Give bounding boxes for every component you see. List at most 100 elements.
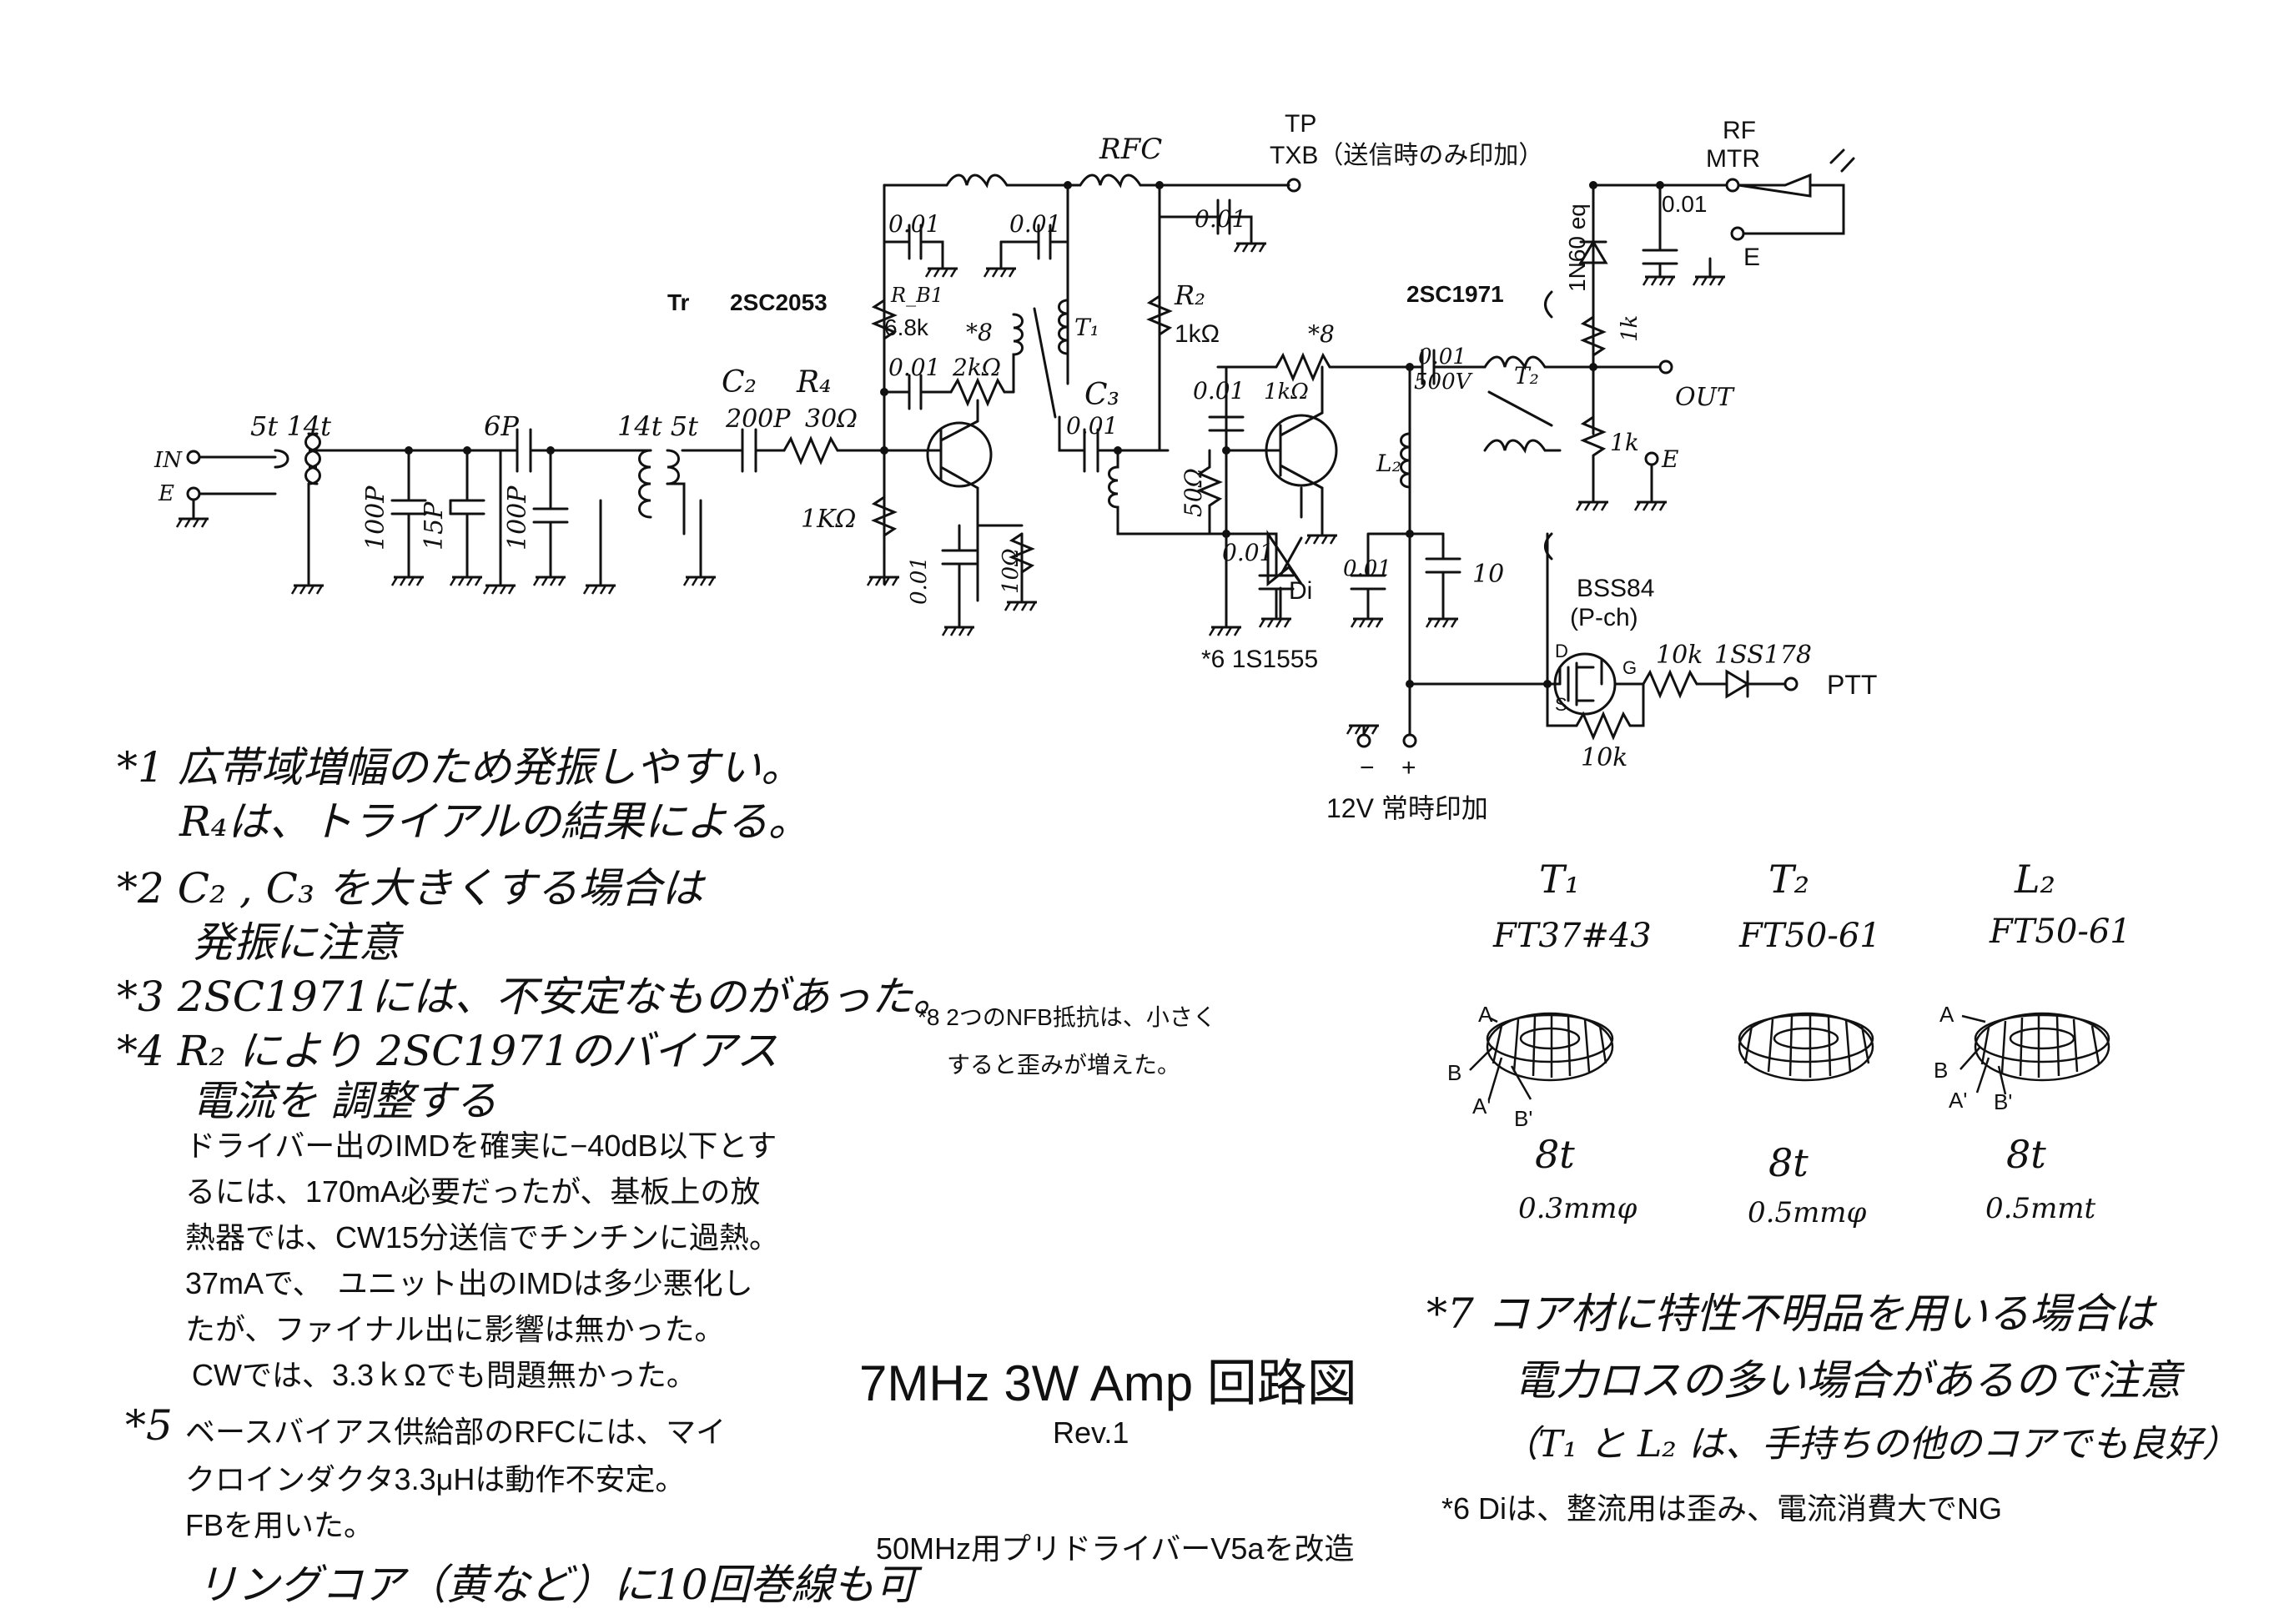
input-transformer-turns: 5t 14t	[250, 410, 331, 442]
r2-value: 1kΩ	[1175, 320, 1220, 348]
l2-pin-b: B	[1934, 1058, 1948, 1083]
note-marker-8b: *8	[1308, 320, 1335, 348]
t2-label: T₂	[1514, 362, 1539, 390]
note-4-line-8: CWでは、3.3ｋΩでも問題無かった。	[192, 1358, 697, 1392]
note-4-line-1: *4 R₂ により 2SC1971のバイアス	[117, 1027, 778, 1075]
note-5-line-3: FBを用いた。	[185, 1508, 375, 1542]
note-2-line-2: 発振に注意	[192, 918, 400, 967]
bias-cap-label: 0.01	[1343, 556, 1391, 581]
resistor-50-label: 50Ω	[1180, 468, 1207, 517]
bypass-cap-b-label: 0.01	[1009, 210, 1061, 238]
fet-type-label: (P-ch)	[1570, 604, 1638, 631]
note-5-line-1: ベースバイアス供給部のRFCには、マイ	[185, 1415, 727, 1449]
t1-pin-b2: B'	[1514, 1106, 1532, 1131]
note-7-line-2: 電力ロスの多い場合があるので注意	[1514, 1356, 2181, 1405]
input-label: IN	[153, 448, 183, 473]
supply-minus-label: −	[1360, 754, 1375, 782]
diode-1ss178-label: 1SS178	[1714, 641, 1812, 670]
c2-value: 200P	[725, 405, 791, 434]
di-cap-label: 0.01	[1222, 539, 1274, 566]
nfb-res-a-label: 2kΩ	[952, 354, 1001, 381]
note-marker-8a: *8	[966, 319, 993, 346]
mtr-cap-label: 0.01	[1662, 191, 1708, 217]
toroid-t2-turns: 8t	[1768, 1140, 1809, 1185]
out-label: OUT	[1675, 383, 1735, 412]
t1-pin-b: B	[1447, 1060, 1461, 1085]
note-4-line-5: 熱器では、CW15分送信でチンチンに過熱。	[185, 1220, 780, 1254]
nfb-res-b-label: 1kΩ	[1264, 380, 1309, 405]
note-5-marker: *5	[125, 1401, 173, 1450]
emitter-res-label: 10Ω	[999, 548, 1024, 594]
note-1-line-2: R₄は、トライアルの結果による。	[179, 797, 810, 846]
tp-label: TP	[1285, 110, 1316, 138]
mtr-resistor-label: 1k	[1617, 315, 1643, 342]
tr-label: Tr	[667, 289, 690, 315]
note-4-line-6: 37mAで、 ユニット出のIMDは多少悪化し	[185, 1266, 753, 1300]
out-resistor-label: 1k	[1610, 429, 1639, 456]
l2-pin-a: A	[1939, 1002, 1954, 1027]
nfb-cap-b-label: 0.01	[1193, 377, 1245, 405]
fet-part-label: BSS84	[1577, 575, 1654, 602]
rb1-value: 6.8k	[884, 314, 929, 340]
output-transformer-turns: 14t 5t	[617, 410, 698, 442]
di-part-note: *6 1S1555	[1201, 646, 1318, 673]
out-ground-label: E	[1661, 445, 1678, 473]
out-cap-label: 0.01	[1418, 344, 1466, 370]
toroid-l2-name: L₂	[2014, 857, 2055, 902]
cap-6p-label: 6P	[484, 410, 519, 442]
source-resistor-label: 10k	[1581, 743, 1627, 772]
txb-bypass-cap-label: 0.01	[1195, 205, 1246, 233]
note-2-line-1: *2 C₂ , C₃ を大きくする場合は	[117, 864, 703, 913]
rfc-label: RFC	[1099, 133, 1162, 166]
note-1-line-1: *1 広帯域増幅のため発振しやすい。	[117, 743, 803, 792]
out-cap-voltage: 500V	[1414, 370, 1473, 395]
toroid-t2-name: T₂	[1768, 857, 1809, 902]
toroid-l2-turns: 8t	[2006, 1132, 2046, 1177]
cap-15p-label: 15P	[420, 501, 449, 551]
l2-pin-a2: A'	[1949, 1088, 1967, 1113]
toroid-t1-name: T₁	[1539, 857, 1580, 902]
cap-100p-b-label: 100P	[503, 485, 532, 551]
toroid-t1-wire: 0.3mmφ	[1518, 1192, 1638, 1225]
di-label: Di	[1289, 577, 1312, 605]
diode-1n60-label: 1N60 eq	[1564, 204, 1590, 292]
toroid-t2-core: FT50-61	[1738, 917, 1881, 955]
tr2-part-label: 2SC1971	[1406, 281, 1504, 307]
gate-resistor-label: 10k	[1656, 641, 1703, 670]
t1-label: T₁	[1074, 314, 1099, 341]
c3-label: C₃	[1084, 378, 1119, 412]
note-7-line-3: （T₁ と L₂ は、手持ちの他のコアでも良好）	[1502, 1423, 2239, 1466]
rb1-label: R_B1	[890, 284, 943, 307]
rf-label: RF	[1723, 117, 1756, 144]
ptt-label: PTT	[1827, 670, 1877, 700]
fet-drain-label: D	[1555, 641, 1568, 661]
supply-note: 12V 常時印加	[1326, 793, 1488, 823]
t1-pin-a2: A'	[1472, 1094, 1491, 1119]
supply-plus-label: +	[1401, 754, 1416, 782]
bypass-cap-a-label: 0.01	[888, 210, 940, 238]
nfb-cap-a-label: 0.01	[888, 354, 940, 381]
l2-pin-b2: B'	[1994, 1089, 2012, 1114]
emitter-cap-label: 0.01	[907, 556, 932, 605]
r4-label: R₄	[796, 365, 832, 400]
revision-label: Rev.1	[1053, 1415, 1129, 1450]
t1-pin-a: A	[1478, 1002, 1493, 1027]
c2-label: C₂	[722, 365, 757, 400]
electrolytic-cap-label: 10	[1472, 560, 1504, 589]
note-6: *6 Diは、整流用は歪み、電流消費大でNG	[1441, 1491, 2003, 1526]
note-8-line-2: すると歪みが増えた。	[947, 1052, 1181, 1078]
note-4-line-2: 電流を 調整する	[192, 1077, 497, 1125]
toroid-t2-wire: 0.5mmφ	[1748, 1196, 1867, 1229]
tr1-part-label: 2SC2053	[730, 289, 828, 315]
r4-value: 30Ω	[805, 405, 858, 434]
fet-source-label: S	[1555, 694, 1567, 715]
note-3: *3 2SC1971には、不安定なものがあった。	[117, 973, 955, 1021]
resistor-1k-label: 1KΩ	[801, 505, 856, 534]
cap-100p-a-label: 100P	[361, 485, 390, 551]
subtitle: 50MHz用プリドライバーV5aを改造	[876, 1531, 1355, 1566]
note-5-line-4: リングコア（黄など）に10回巻線も可	[196, 1561, 917, 1609]
toroid-t1-turns: 8t	[1535, 1132, 1575, 1177]
note-7-line-1: *7 コア材に特性不明品を用いる場合は	[1426, 1290, 2155, 1338]
note-4-line-4: るには、170mA必要だったが、基板上の放	[185, 1174, 761, 1209]
